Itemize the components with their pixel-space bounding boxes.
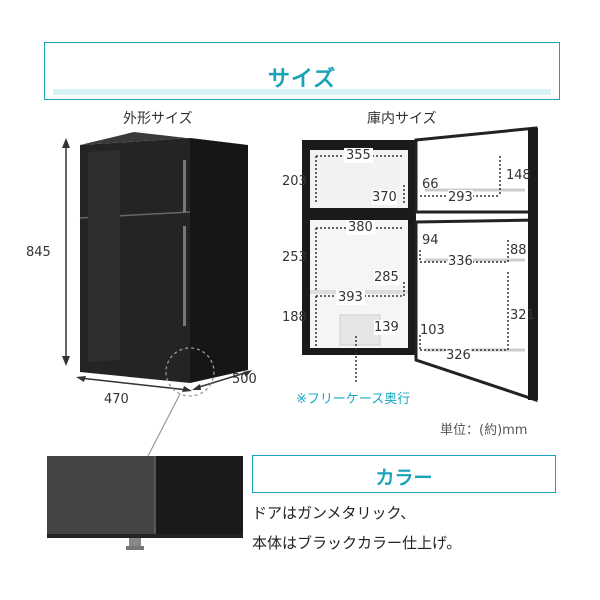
int-dim-148: 148 bbox=[506, 168, 531, 183]
ext-height-label: 845 bbox=[26, 245, 51, 260]
int-dim-336: 336 bbox=[448, 254, 473, 269]
int-dim-253: 253 bbox=[282, 250, 307, 265]
unit-note: 単位：(約)mm bbox=[440, 423, 528, 438]
color-description: ドアはガンメタリック、 本体はブラックカラー仕上げ。 bbox=[252, 498, 461, 558]
internal-size-label: 庫内サイズ bbox=[367, 111, 437, 127]
size-title-banner: サイズ bbox=[44, 42, 560, 100]
int-dim-321: 321 bbox=[510, 308, 535, 323]
color-desc-line-2: 本体はブラックカラー仕上げ。 bbox=[252, 534, 462, 552]
int-dim-66: 66 bbox=[422, 177, 439, 192]
int-dim-380: 380 bbox=[346, 220, 375, 235]
color-title: カラー bbox=[375, 467, 433, 489]
ext-width-label: 470 bbox=[104, 392, 129, 407]
int-dim-293: 293 bbox=[448, 190, 473, 205]
int-dim-285: 285 bbox=[374, 270, 399, 285]
int-dim-326: 326 bbox=[446, 348, 471, 363]
int-dim-188: 188 bbox=[282, 310, 307, 325]
int-dim-94: 94 bbox=[422, 233, 439, 248]
color-desc-line-1: ドアはガンメタリック、 bbox=[252, 504, 416, 522]
external-size-label: 外形サイズ bbox=[123, 111, 193, 127]
int-dim-355: 355 bbox=[344, 148, 373, 163]
title-underline bbox=[53, 89, 551, 95]
free-case-note: ※フリーケース奥行 bbox=[296, 392, 411, 407]
int-dim-370: 370 bbox=[372, 190, 397, 205]
size-title: サイズ bbox=[267, 67, 337, 92]
int-dim-393: 393 bbox=[336, 290, 365, 305]
int-dim-88: 88 bbox=[510, 243, 527, 258]
foot-closeup-photo bbox=[47, 456, 243, 552]
int-dim-103: 103 bbox=[420, 323, 445, 338]
ext-depth-label: 500 bbox=[232, 372, 257, 387]
color-title-banner: カラー bbox=[252, 455, 556, 493]
int-dim-139: 139 bbox=[374, 320, 399, 335]
int-dim-203: 203 bbox=[282, 174, 307, 189]
